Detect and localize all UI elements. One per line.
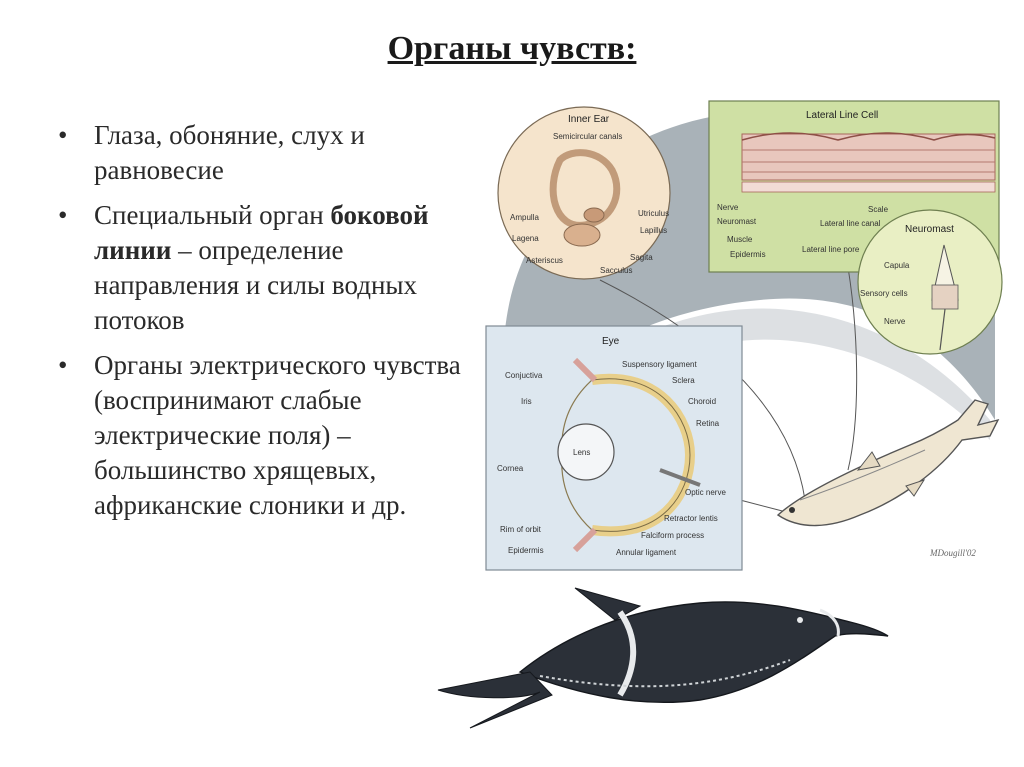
eye-label: Rim of orbit	[500, 525, 542, 534]
neuromast-label: Capula	[884, 261, 910, 270]
lateral-label: Neuromast	[717, 217, 757, 226]
eye-title: Eye	[602, 336, 620, 347]
lateral-label: Lateral line canal	[820, 219, 881, 228]
eye-label: Falciform process	[641, 531, 704, 540]
eye-label: Optic nerve	[685, 488, 726, 497]
bullet-item-electric-sense: • Органы электрического чувства (восприн…	[58, 348, 478, 523]
lateral-label: Scale	[868, 205, 889, 214]
eye-label: Suspensory ligament	[622, 360, 697, 369]
bullet-glyph: •	[58, 120, 68, 150]
bullet-item-senses: • Глаза, обоняние, слух и равновесие	[58, 118, 478, 188]
lateral-label: Nerve	[717, 203, 739, 212]
eye-label: Retractor lentis	[664, 514, 718, 523]
connector-line	[844, 249, 858, 471]
bullet-glyph: •	[58, 200, 68, 230]
ear-label: Asteriscus	[526, 256, 563, 265]
eye-label: Conjuctiva	[505, 371, 543, 380]
ear-label: Sacculus	[600, 266, 632, 275]
lateral-label: Lateral line pore	[802, 245, 860, 254]
bullet-text-pre: Специальный орган	[94, 200, 331, 230]
fish-illustration	[776, 399, 1000, 527]
ear-label: Lapillus	[640, 226, 667, 235]
ear-label: Ampulla	[510, 213, 539, 222]
ear-label: Lagena	[512, 234, 539, 243]
slide-title: Органы чувств:	[387, 30, 637, 67]
bullet-text: Глаза, обоняние, слух и равновесие	[94, 120, 365, 185]
bullet-item-lateral-line: • Специальный орган боковой линии – опре…	[58, 198, 478, 338]
inner-ear-title: Inner Ear	[568, 114, 610, 125]
neuromast-title: Neuromast	[905, 224, 954, 235]
ear-label: Semicircular canals	[553, 132, 622, 141]
ear-label: Sagita	[630, 253, 653, 262]
lateral-label: Muscle	[727, 235, 753, 244]
ear-label: Utriculus	[638, 209, 669, 218]
eye-label: Cornea	[497, 464, 524, 473]
artist-signature: MDougill'02	[929, 548, 976, 558]
neuromast-label: Nerve	[884, 317, 906, 326]
eye-label: Iris	[521, 397, 532, 406]
connector-line	[739, 499, 791, 514]
inner-ear-panel: Inner Ear Semicircular canals Ampulla La…	[497, 106, 671, 280]
lateral-line-title: Lateral Line Cell	[806, 110, 878, 121]
bullet-text-bold: боковой линии	[94, 200, 429, 265]
eye-label: Choroid	[688, 397, 716, 406]
elephantfish-illustration	[437, 587, 889, 729]
bullet-text: Органы электрического чувства (восприним…	[94, 350, 461, 520]
eye-label: Sclera	[672, 376, 695, 385]
eye-label: Lens	[573, 448, 590, 457]
eye-label: Retina	[696, 419, 720, 428]
bullet-glyph: •	[58, 350, 68, 380]
eye-label: Epidermis	[508, 546, 544, 555]
bullet-text-post: – определение направления и силы водных …	[94, 235, 418, 335]
eye-panel: Eye Conjuctiva Iris Cornea Rim of orbit …	[485, 325, 743, 571]
lateral-label: Epidermis	[730, 250, 766, 259]
neuromast-panel: Neuromast Capula Sensory cells Nerve	[857, 209, 1003, 355]
neuromast-label: Sensory cells	[860, 289, 908, 298]
bullet-list: • Глаза, обоняние, слух и равновесие • С…	[58, 118, 478, 533]
eye-label: Annular ligament	[616, 548, 677, 557]
